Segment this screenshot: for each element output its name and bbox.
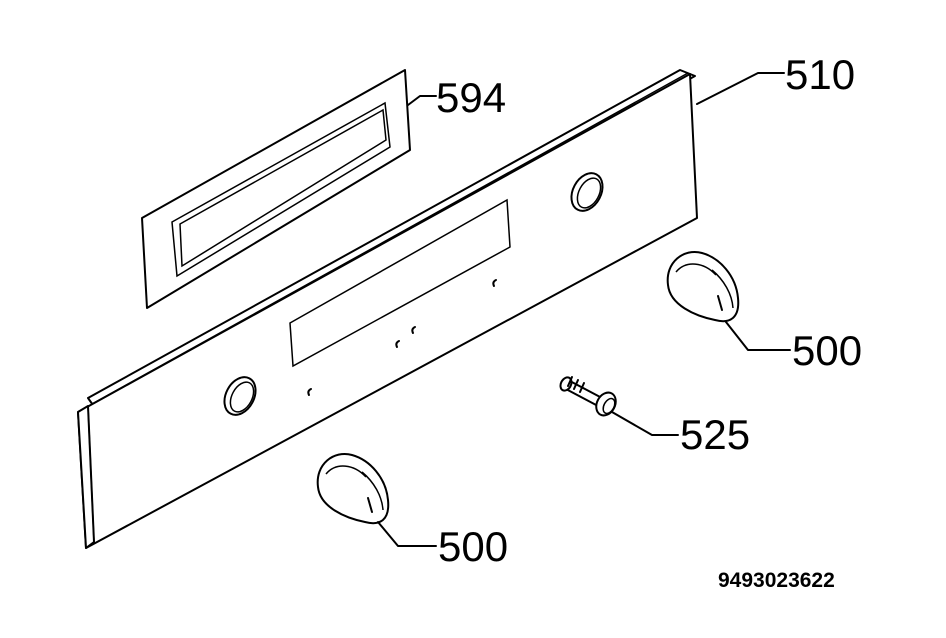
part-500-left-knob — [316, 453, 390, 525]
leader-525 — [611, 411, 679, 436]
label-594: 594 — [436, 74, 506, 121]
leader-500-right — [725, 321, 791, 351]
part-510-control-panel — [77, 69, 698, 549]
part-594-display-window — [141, 69, 411, 309]
leader-594 — [407, 95, 437, 106]
part-525-shaft — [559, 376, 617, 417]
leader-500-left — [377, 521, 437, 547]
label-500-left: 500 — [438, 523, 508, 570]
leader-lines — [377, 72, 791, 547]
part-500-right-knob — [666, 251, 740, 323]
label-500-right: 500 — [792, 327, 862, 374]
label-510: 510 — [785, 51, 855, 98]
label-525: 525 — [680, 411, 750, 458]
drawing-number: 9493023622 — [718, 569, 835, 592]
leader-510 — [696, 72, 785, 105]
